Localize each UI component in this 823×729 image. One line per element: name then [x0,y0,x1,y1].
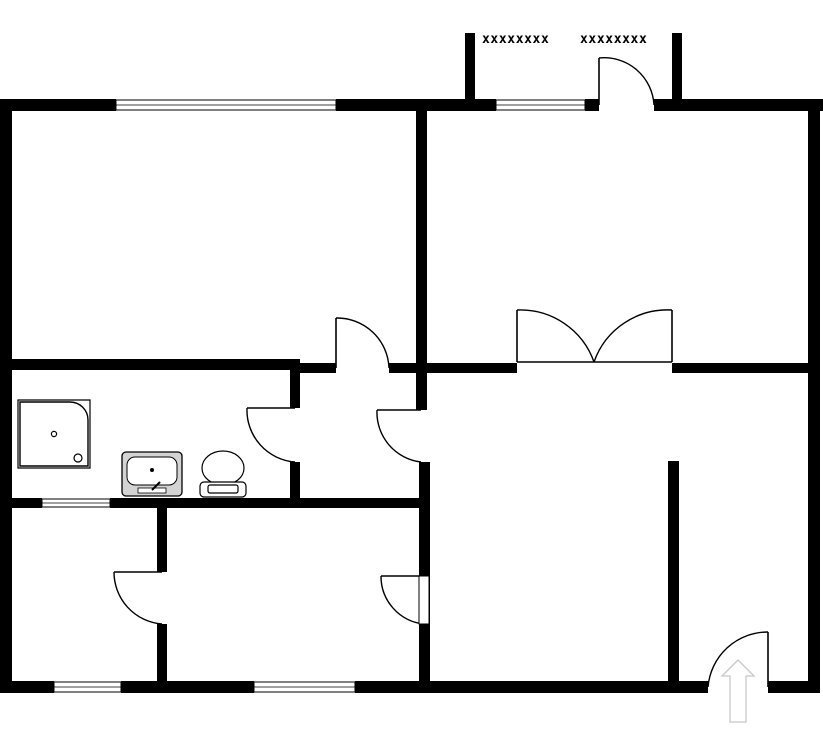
wall-y365-left [12,359,300,370]
outer-wall-bottom-a [0,681,54,693]
entrance-door [707,631,769,688]
balcony-annotation-left: xxxxxxxx [482,32,549,47]
windows [41,99,586,693]
bathroom-door [246,407,296,463]
sink-icon [121,451,183,497]
entrance-arrow-icon [720,659,756,723]
central-wall-lower [419,462,430,682]
wall-y365-b [389,363,517,373]
central-door [376,409,422,463]
outer-wall-top-left [0,99,116,111]
window-bottom-middle [253,681,356,693]
toilet-icon [199,450,247,498]
small-room-wall-lower [157,624,167,683]
balcony-wall-right [672,33,682,103]
right-partition [668,461,679,682]
central-wall-upper [416,111,427,410]
outer-wall-bottom-d [768,681,820,693]
hall-door [335,317,390,369]
wall-y502-a [12,498,42,508]
small-room-door [113,571,163,625]
double-door [516,309,673,363]
shower-icon [17,399,91,469]
bath-wall-upper [290,368,300,408]
outer-wall-top-right-b [654,99,823,111]
balcony-door [598,57,655,106]
outer-wall-bottom-b [121,681,254,693]
balcony-wall-left [465,33,475,103]
doors [113,57,769,688]
wall-y502-b [110,498,419,508]
wall-y365-c [672,363,808,373]
outer-wall-bottom-c [355,681,708,693]
outer-wall-top-middle [336,99,496,111]
small-room-wall-upper [157,508,167,572]
outer-wall-right [808,99,820,693]
window-bottom-left [53,681,122,693]
wall-y365-a [300,363,336,373]
outer-wall-top-right-a [585,99,599,111]
balcony-annotations: xxxxxxxx xxxxxxxx [482,32,647,47]
window-top-left [115,99,337,111]
lower-room-door [380,575,430,625]
bath-wall-lower [290,462,300,498]
outer-wall-left [0,99,12,693]
walls [0,33,823,693]
window-bath [41,498,111,508]
window-top-right [495,99,586,111]
balcony-annotation-right: xxxxxxxx [580,32,647,47]
